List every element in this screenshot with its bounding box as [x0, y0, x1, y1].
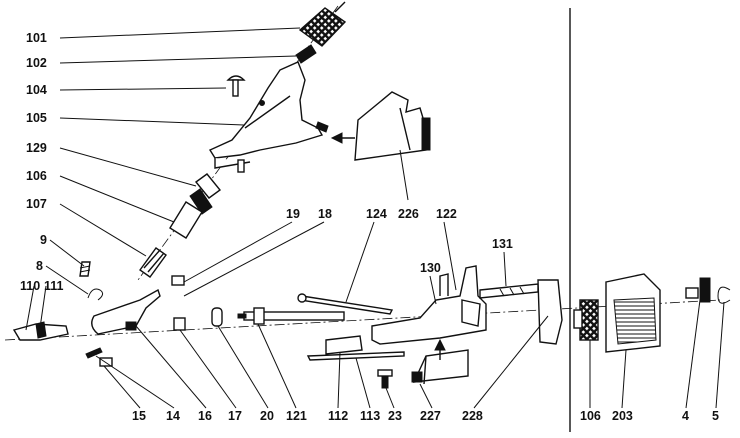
part-226-cover [330, 91, 431, 161]
label-203: 203 [612, 409, 633, 423]
label-107: 107 [26, 197, 47, 211]
part-9-spring [79, 261, 91, 277]
label-104: 104 [26, 83, 47, 97]
main-axis-line [4, 299, 721, 341]
part-129-sleeve [189, 173, 222, 215]
part-112-blade [325, 335, 363, 355]
part-131-bolt [479, 283, 539, 299]
label-113: 113 [360, 409, 380, 423]
part-203-body [605, 273, 661, 353]
part-228-lever [537, 279, 563, 345]
label-106-top: 106 [26, 169, 47, 183]
label-16: 16 [198, 409, 212, 423]
part-102-ring [295, 44, 317, 64]
label-20: 20 [260, 409, 274, 423]
label-19: 19 [286, 207, 300, 221]
leader-lines [25, 27, 725, 409]
label-131: 131 [492, 237, 513, 251]
label-18: 18 [318, 207, 332, 221]
part-104-screw [226, 75, 246, 97]
label-102: 102 [26, 56, 47, 70]
part-110-111-probe [12, 321, 69, 341]
part-130-122-frame [371, 265, 487, 345]
label-110: 110 [20, 279, 40, 293]
label-112: 112 [328, 409, 348, 423]
label-227: 227 [420, 409, 441, 423]
label-228: 228 [462, 409, 483, 423]
part-107-spring [139, 247, 167, 278]
part-121-shaft [237, 307, 345, 325]
label-23: 23 [388, 409, 402, 423]
label-105: 105 [26, 111, 47, 125]
label-124: 124 [366, 207, 387, 221]
part-14-pin [85, 347, 103, 359]
part-106-knurled-ring [573, 299, 599, 341]
part-19-bushing [171, 275, 185, 286]
label-129: 129 [26, 141, 47, 155]
label-9: 9 [40, 233, 47, 247]
label-111: 111 [44, 279, 64, 293]
part-23-screw [377, 369, 393, 389]
part-227-bracket [411, 338, 469, 385]
label-15: 15 [132, 409, 146, 423]
part-15-spring [99, 357, 113, 367]
part-20-washer [211, 307, 223, 327]
label-4: 4 [682, 409, 689, 423]
part-101-knurled-knob [298, 1, 347, 47]
part-5-clip [717, 286, 731, 304]
label-101: 101 [26, 31, 47, 45]
part-105-housing [208, 61, 329, 173]
part-8-clip [87, 288, 104, 301]
label-130: 130 [420, 261, 441, 275]
part-17-nut [173, 317, 186, 331]
label-5: 5 [712, 409, 719, 423]
label-8: 8 [36, 259, 43, 273]
label-226: 226 [398, 207, 419, 221]
part-124-rod [297, 293, 394, 315]
part-113-needle [306, 351, 405, 361]
label-14: 14 [166, 409, 180, 423]
label-17: 17 [228, 409, 242, 423]
label-121: 121 [286, 409, 307, 423]
part-4-spacer [685, 277, 711, 303]
label-106-bottom: 106 [580, 409, 601, 423]
part-106-sleeve [169, 201, 203, 239]
label-122: 122 [436, 207, 457, 221]
